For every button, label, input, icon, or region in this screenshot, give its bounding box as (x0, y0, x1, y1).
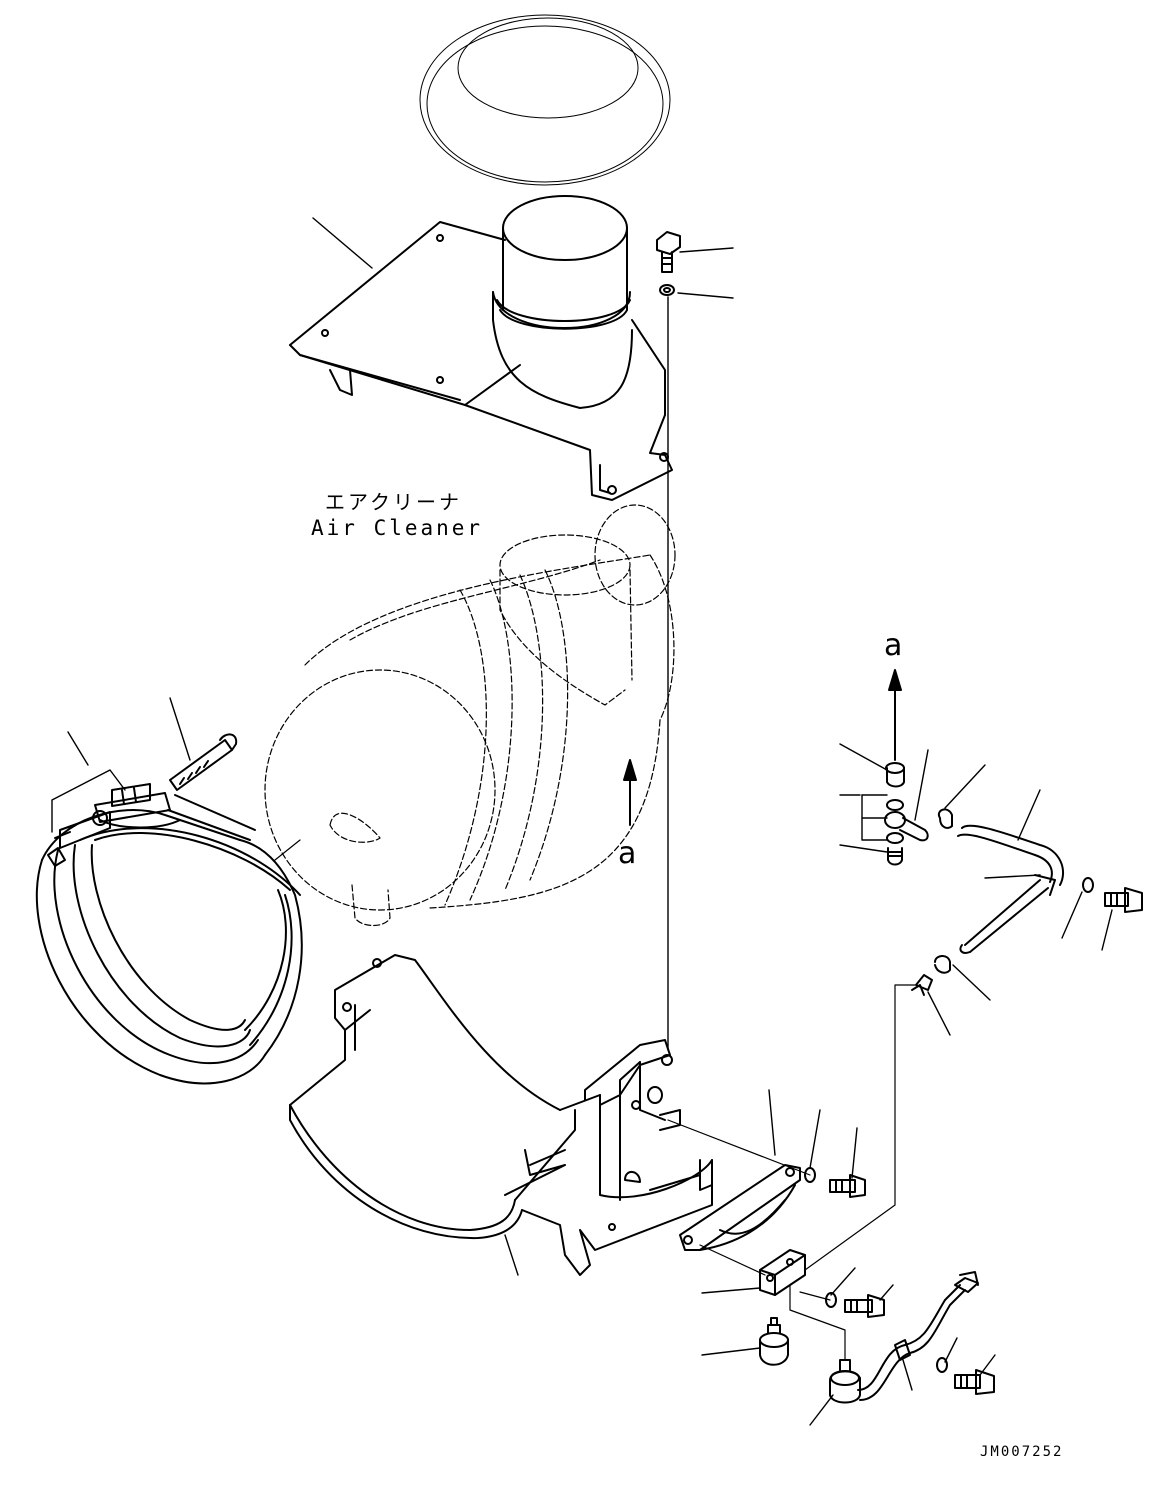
view-label-a-lower: a (618, 836, 637, 871)
clamp-band (35, 809, 303, 1085)
intake-pipe (492, 195, 633, 409)
bolt-lower-3 (936, 1357, 995, 1395)
leader-lines (51, 217, 1113, 1426)
view-arrow-lower (623, 759, 637, 826)
hose-tube (957, 824, 1065, 954)
bolt-lower-2 (825, 1292, 885, 1318)
bolt-lower-1 (804, 1167, 866, 1198)
intake-cap-phantom (419, 14, 671, 186)
small-fittings (911, 955, 951, 996)
sensor-block (759, 1249, 806, 1296)
bolt-upper (656, 231, 681, 296)
clamp-hardware (47, 783, 256, 867)
pressure-sensor (759, 1317, 789, 1366)
fitting-assembly (884, 762, 953, 866)
upper-bracket (289, 221, 673, 501)
drawing-code: JM007252 (980, 1444, 1064, 1460)
sensor-plate (679, 1164, 801, 1251)
bolt-right (1082, 877, 1143, 913)
view-arrow-top (888, 669, 902, 761)
view-label-a-top: a (884, 628, 903, 663)
lower-cradle (289, 954, 713, 1276)
air-cleaner-label-en: Air Cleaner (311, 516, 484, 540)
air-cleaner-body (264, 504, 676, 927)
clamp-bolt (169, 733, 238, 791)
air-cleaner-label-jp: エアクリーナ (325, 490, 462, 514)
connection-lines (274, 839, 916, 1361)
